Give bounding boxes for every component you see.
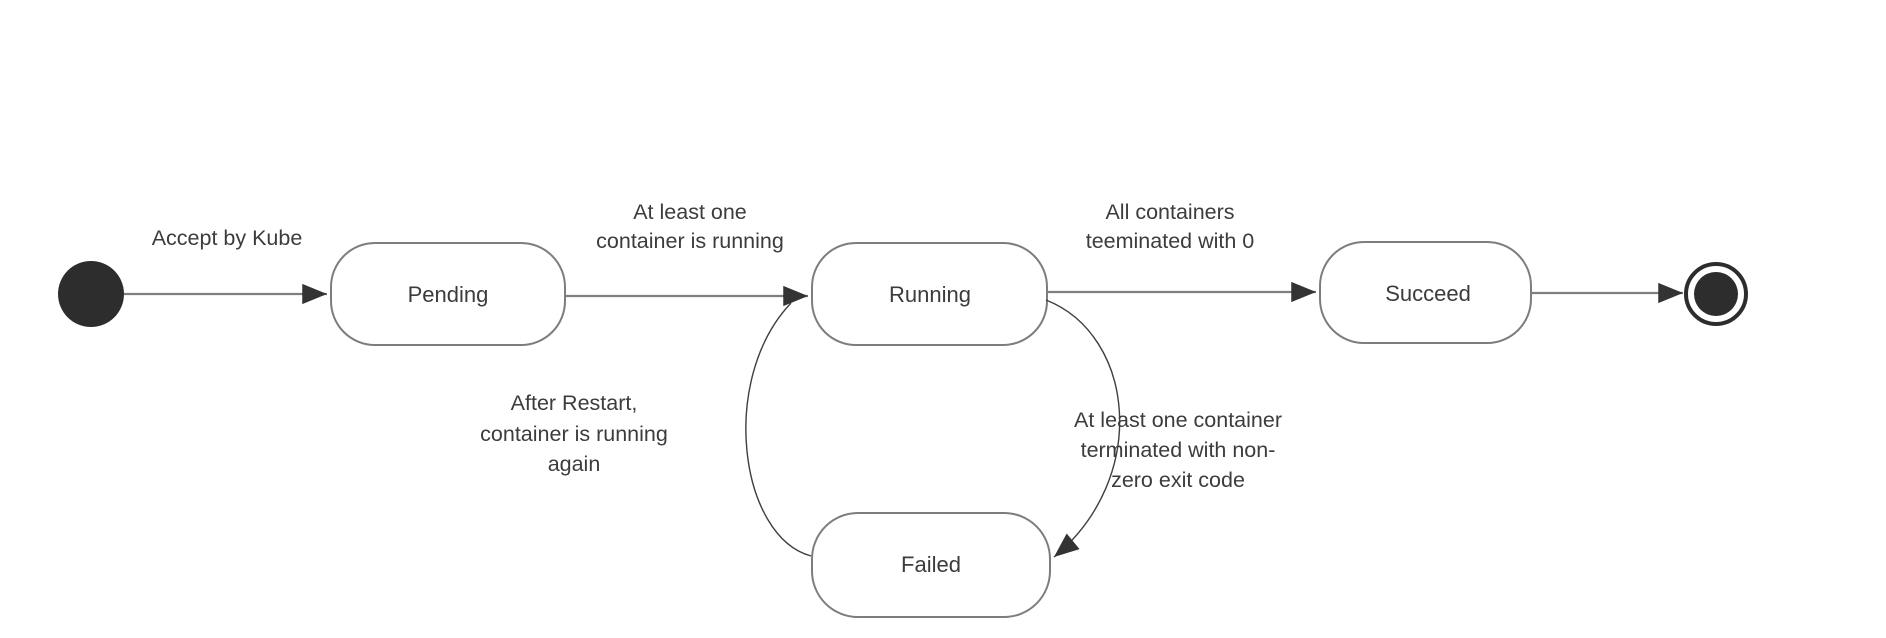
state-running-label: Running xyxy=(889,282,971,307)
transition-initial-to-pending-label: Accept by Kube xyxy=(152,226,303,250)
transition-running-to-succeed-label-line2: teeminated with 0 xyxy=(1086,229,1255,253)
final-state-node xyxy=(1694,272,1738,316)
transition-running-to-failed-label-line2: terminated with non- xyxy=(1081,438,1276,462)
transition-failed-to-running-label-line3: again xyxy=(548,452,601,476)
state-pending-box xyxy=(330,242,566,346)
transition-pending-to-running-label-line2: container is running xyxy=(596,229,784,253)
transition-pending-to-running-label-line1: At least one xyxy=(633,200,747,224)
state-pending-label: Pending xyxy=(408,282,489,307)
state-failed-box xyxy=(811,512,1051,618)
transition-failed-to-running-label-line1: After Restart, xyxy=(511,391,638,415)
transition-running-to-failed-label-line1: At least one container xyxy=(1074,408,1282,432)
state-running-box xyxy=(811,242,1048,346)
transition-failed-to-running-arrow xyxy=(745,302,812,557)
state-succeed-label: Succeed xyxy=(1385,281,1471,306)
final-state-ring xyxy=(1684,262,1748,326)
state-failed-label: Failed xyxy=(901,552,961,577)
transition-running-to-succeed-label-line1: All containers xyxy=(1105,200,1234,224)
transition-running-to-failed-label-line3: zero exit code xyxy=(1111,468,1245,492)
transition-running-to-failed-arrow xyxy=(1045,299,1121,558)
initial-state-node xyxy=(58,261,124,327)
transition-failed-to-running-label-line2: container is running xyxy=(480,422,668,446)
